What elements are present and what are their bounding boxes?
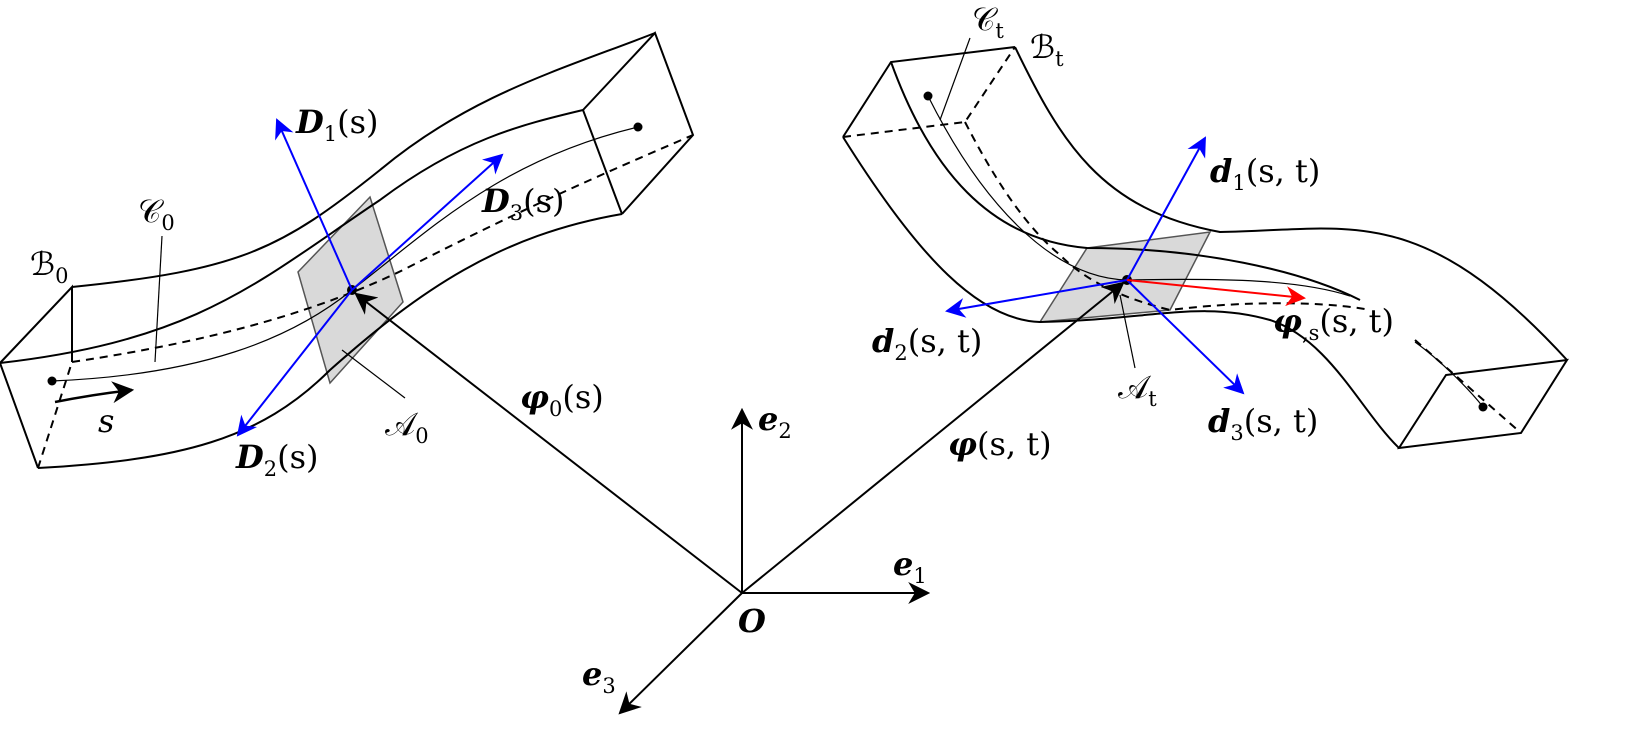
d2-arrow: [945, 279, 1128, 318]
d3-arrow: [1126, 279, 1245, 395]
label-origin: O: [738, 602, 766, 640]
current-top-edge: [1014, 46, 1568, 361]
label-e2: e2: [758, 400, 792, 443]
label-d1: d1(s, t): [1210, 152, 1320, 195]
label-Bt: ℬt: [1030, 28, 1064, 71]
label-phi-s: φ,s(s, t): [1273, 302, 1394, 345]
current-bottom-edge: [842, 136, 1400, 449]
label-A0: 𝒜0: [385, 405, 429, 448]
label-e1: e1: [893, 545, 927, 588]
D2-arrow: [236, 289, 353, 437]
label-D3: D3(s): [481, 182, 565, 225]
global-frame: [354, 281, 1125, 715]
label-B0: ℬ0: [30, 245, 69, 288]
Ct-leader: [939, 37, 971, 121]
d1-arrow: [1126, 136, 1206, 281]
s-direction-arrow: [54, 381, 135, 404]
phi-s-arrow: [1126, 279, 1306, 307]
label-Ct: 𝒞t: [972, 0, 1004, 43]
reference-directors: [236, 118, 504, 437]
C0-leader: [154, 235, 163, 363]
labels: ℬ0 𝒞0 s 𝒜0 D1(s) D3(s) D2(s) φ0(s) 𝒞t ℬt…: [30, 0, 1394, 698]
label-At: 𝒜t: [1118, 368, 1157, 411]
reference-middle-edge: [0, 109, 584, 364]
reference-right-end-face: [582, 31, 695, 215]
current-hidden-edge: [964, 121, 1371, 312]
reference-top-edge: [71, 32, 656, 288]
label-D1: D1(s): [295, 103, 379, 146]
At-leader: [1119, 294, 1136, 369]
phi-position-vector: [741, 281, 1125, 594]
current-front-edge: [890, 61, 1361, 301]
phi0-position-vector: [354, 292, 743, 594]
current-directors: [945, 136, 1306, 395]
label-e3: e3: [582, 655, 616, 698]
label-phi: φ(s, t): [948, 425, 1052, 463]
A0-leader: [341, 349, 406, 399]
label-phi0: φ0(s): [520, 378, 604, 421]
reference-left-end-face: [0, 284, 73, 469]
D1-arrow: [275, 118, 353, 291]
D3-arrow: [351, 153, 504, 291]
label-d2: d2(s, t): [872, 322, 982, 365]
label-s: s: [98, 402, 114, 440]
current-beam: [842, 37, 1569, 450]
label-d3: d3(s, t): [1208, 402, 1318, 445]
reference-bottom-edge: [37, 213, 623, 469]
label-C0: 𝒞0: [138, 192, 175, 235]
e3-axis: [618, 592, 743, 715]
label-D2: D2(s): [235, 438, 319, 481]
